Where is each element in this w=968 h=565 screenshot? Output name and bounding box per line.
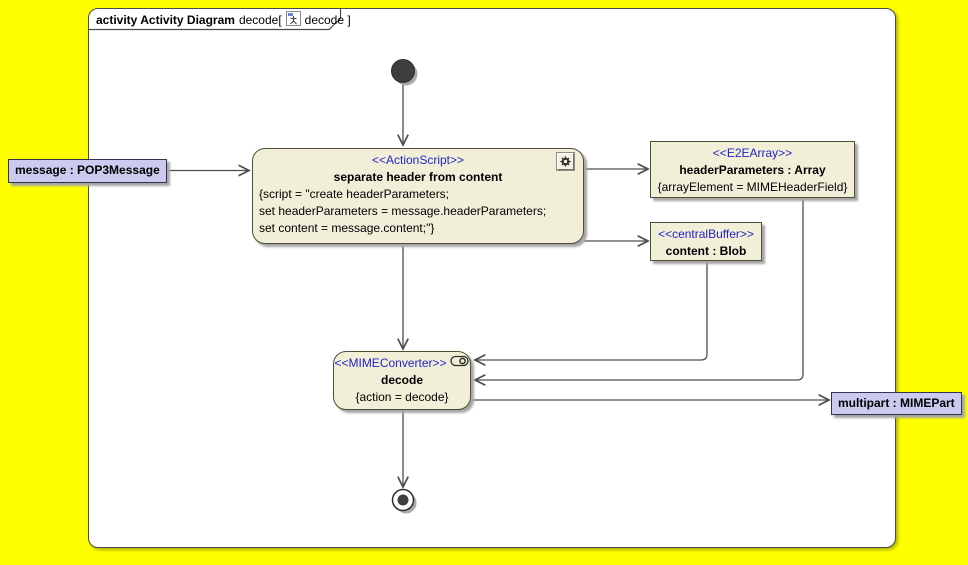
decode-node[interactable]: <<MIMEConverter>> decode {action = decod… bbox=[333, 351, 471, 410]
initial-node[interactable] bbox=[391, 59, 418, 86]
headerparams-name: headerParameters : Array bbox=[679, 163, 826, 177]
action-name: separate header from content bbox=[333, 170, 503, 184]
frame-tab-outline[interactable] bbox=[89, 9, 342, 31]
content-buffer-stereotype: <<centralBuffer>> bbox=[658, 227, 754, 241]
action-node-separate-header[interactable]: <<ActionScript>> separate header from co… bbox=[252, 148, 584, 244]
headerparams-stereotype: <<E2EArray>> bbox=[712, 146, 793, 160]
flow-headerparams-to-decode[interactable] bbox=[475, 199, 804, 380]
frame-tab-diagram-name: decode ] bbox=[304, 12, 351, 27]
frame-tab-keyword: activity Activity Diagram bbox=[96, 12, 235, 27]
content-buffer-node[interactable]: <<centralBuffer>> content : Blob bbox=[650, 222, 762, 261]
decode-name: decode bbox=[380, 373, 423, 387]
pin-multipart-mimepart[interactable]: multipart : MIMEPart bbox=[831, 392, 962, 415]
decode-constraint: {action = decode} bbox=[355, 390, 449, 404]
content-buffer-name: content : Blob bbox=[665, 244, 747, 258]
gear-icon[interactable] bbox=[557, 153, 574, 170]
activity-frame[interactable] bbox=[88, 8, 896, 548]
action-script-line: {script = "create headerParameters; bbox=[259, 187, 450, 201]
pin-message-pop3message[interactable]: message : POP3Message bbox=[8, 159, 167, 183]
decode-stereotype: <<MIMEConverter>> bbox=[334, 356, 447, 370]
headerparams-node[interactable]: <<E2EArray>> headerParameters : Array {a… bbox=[650, 141, 855, 198]
activity-final-node[interactable] bbox=[391, 488, 417, 514]
frame-tab-context: decode[ bbox=[238, 12, 282, 27]
activity-diagram-icon bbox=[285, 10, 301, 29]
flow-content-to-decode[interactable] bbox=[475, 262, 708, 360]
headerparams-constraint: {arrayElement = MIMEHeaderField} bbox=[657, 180, 848, 194]
action-stadium-icon bbox=[449, 355, 470, 372]
action-stereotype: <<ActionScript>> bbox=[371, 153, 465, 167]
action-script-line: set headerParameters = message.headerPar… bbox=[259, 204, 547, 218]
action-script-line: set content = message.content;"} bbox=[259, 221, 435, 235]
